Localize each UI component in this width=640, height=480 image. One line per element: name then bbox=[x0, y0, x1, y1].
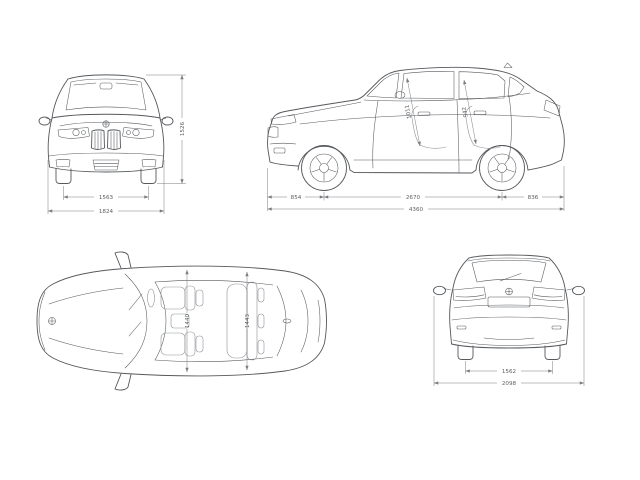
bmw-roundel-rear-icon bbox=[505, 287, 513, 296]
front-dimensions: 1563 1824 1526 bbox=[47, 74, 186, 215]
front-car-outline bbox=[38, 74, 174, 184]
top-view: 1440 1443 bbox=[36, 251, 327, 391]
dim-interior-width-rear: 1443 bbox=[245, 313, 251, 328]
headlight-right bbox=[122, 127, 155, 139]
headlight-left bbox=[57, 127, 90, 139]
dim-headroom-front: 1011 bbox=[404, 104, 413, 120]
bmw-roundel-front-icon bbox=[102, 120, 110, 128]
dim-length: 4360 bbox=[409, 207, 424, 213]
dim-rear-track: 1562 bbox=[502, 369, 516, 375]
kidney-grille bbox=[91, 129, 121, 150]
dim-wheelbase: 2670 bbox=[406, 195, 421, 201]
dim-headroom-rear: 942 bbox=[462, 106, 470, 118]
dim-width-mirrors: 2098 bbox=[502, 381, 517, 387]
rear-car-outline bbox=[433, 254, 585, 360]
top-car-outline bbox=[36, 251, 327, 391]
dim-front-track: 1563 bbox=[99, 195, 114, 201]
dim-interior-width-front: 1440 bbox=[185, 313, 191, 328]
rear-wheel bbox=[479, 145, 525, 191]
rear-dimensions: 1562 2098 bbox=[433, 296, 585, 387]
dim-rear-overhang: 836 bbox=[528, 195, 539, 201]
side-dimensions: 1011 942 854 2670 836 4360 bbox=[267, 77, 565, 213]
top-dimensions: 1440 1443 bbox=[185, 269, 251, 373]
bmw-roundel-top-icon bbox=[48, 317, 56, 325]
taillight-left bbox=[452, 286, 487, 301]
side-car-outline bbox=[267, 62, 565, 191]
seats-top bbox=[147, 281, 265, 361]
taillight-right bbox=[531, 286, 566, 301]
front-view: 1563 1824 1526 bbox=[38, 74, 186, 215]
side-view: 1011 942 854 2670 836 4360 bbox=[267, 62, 565, 213]
seat-outlines bbox=[411, 105, 501, 149]
dim-front-width: 1824 bbox=[99, 209, 114, 215]
dim-front-overhang: 854 bbox=[291, 195, 302, 201]
dim-height: 1526 bbox=[180, 121, 186, 136]
front-wheel bbox=[301, 145, 347, 191]
rear-view: 1562 2098 bbox=[433, 254, 585, 387]
